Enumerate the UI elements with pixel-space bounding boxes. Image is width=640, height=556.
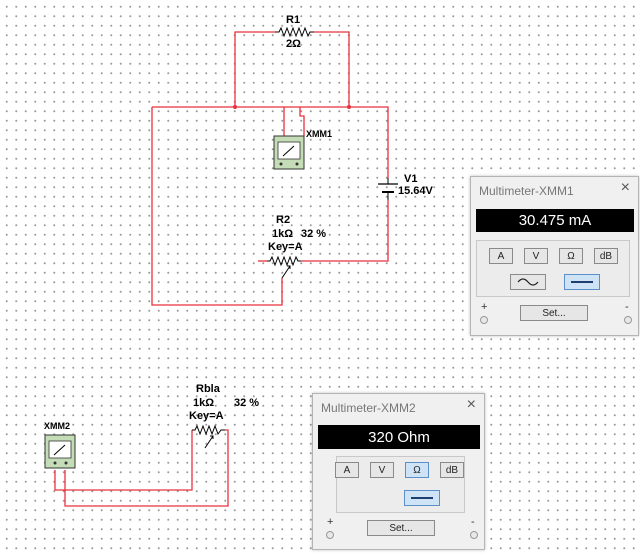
rbla-value-label: 1kΩ	[193, 397, 214, 409]
negative-terminal-label: -	[471, 516, 475, 528]
mode-ohmmeter-button[interactable]: Ω	[405, 462, 429, 478]
rbla-name-label: Rbla	[196, 383, 221, 395]
close-icon[interactable]: ×	[620, 179, 630, 196]
multimeter-xmm1-title: Multimeter-XMM1	[479, 184, 574, 198]
mode-decibel-button[interactable]: dB	[440, 462, 464, 478]
positive-terminal-icon[interactable]	[480, 316, 488, 324]
potentiometer-rbla[interactable]	[192, 424, 225, 449]
r2-key-label: Key=A	[268, 241, 303, 253]
r2-percent-label: 32 %	[301, 228, 326, 240]
multimeter-xmm1-reading: 30.475 mA	[518, 212, 592, 229]
set-button[interactable]: Set...	[367, 520, 435, 536]
mode-ohmmeter-label: Ω	[567, 250, 575, 262]
r2-name-label: R2	[276, 214, 290, 226]
potentiometer-r2[interactable]	[267, 255, 301, 279]
negative-terminal-icon[interactable]	[624, 316, 632, 324]
v1-name-label: V1	[404, 173, 417, 185]
mode-decibel-label: dB	[445, 464, 459, 476]
close-icon[interactable]: ×	[466, 396, 476, 413]
positive-terminal-icon[interactable]	[326, 531, 334, 539]
r1-value-label: 2Ω	[286, 38, 301, 50]
dc-mode-button[interactable]	[564, 274, 600, 290]
negative-terminal-icon[interactable]	[470, 531, 478, 539]
multimeter-xmm1-display: 30.475 mA	[476, 209, 634, 232]
ac-mode-button[interactable]	[510, 274, 546, 290]
rbla-percent-label: 32 %	[234, 397, 259, 409]
dc-mode-button[interactable]	[404, 490, 440, 506]
multimeter-xmm2-window[interactable]: Multimeter-XMM2 × 320 Ohm A V Ω dB Set..…	[312, 393, 485, 550]
negative-terminal-label: -	[625, 301, 629, 313]
mode-voltmeter-button[interactable]: V	[524, 248, 548, 264]
mode-ammeter-button[interactable]: A	[335, 462, 359, 478]
rbla-key-label: Key=A	[189, 410, 224, 422]
xmm2-label: XMM2	[44, 421, 70, 431]
mode-voltmeter-button[interactable]: V	[370, 462, 394, 478]
multimeter-xmm2-reading: 320 Ohm	[368, 428, 430, 446]
positive-terminal-label: +	[481, 301, 488, 313]
dc-line-icon	[571, 281, 593, 283]
set-button[interactable]: Set...	[520, 305, 588, 321]
v1-value-label: 15.64V	[398, 185, 434, 197]
mode-ohmmeter-button[interactable]: Ω	[559, 248, 583, 264]
xmm2-instrument-icon[interactable]	[44, 434, 76, 469]
mode-ammeter-label: A	[343, 464, 351, 476]
junction-dots	[233, 105, 351, 109]
dc-line-icon	[411, 497, 433, 499]
mode-voltmeter-label: V	[532, 250, 540, 262]
mode-ammeter-label: A	[497, 250, 505, 262]
sine-wave-icon	[517, 278, 539, 286]
positive-terminal-label: +	[327, 516, 334, 528]
mode-decibel-button[interactable]: dB	[594, 248, 618, 264]
mode-decibel-label: dB	[599, 250, 613, 262]
mode-ohmmeter-label: Ω	[413, 464, 421, 476]
r1-name-label: R1	[286, 14, 300, 26]
wires-circuit-1	[151, 31, 389, 306]
set-button-label: Set...	[389, 522, 413, 534]
multimeter-xmm1-window[interactable]: Multimeter-XMM1 × 30.475 mA A V Ω dB Set…	[470, 176, 639, 336]
mode-voltmeter-label: V	[378, 464, 386, 476]
xmm1-instrument-icon[interactable]	[273, 135, 305, 170]
resistor-r1[interactable]	[275, 26, 314, 38]
xmm1-label: XMM1	[306, 129, 332, 139]
battery-v1[interactable]	[378, 178, 398, 200]
multimeter-xmm2-title: Multimeter-XMM2	[321, 401, 416, 415]
multimeter-xmm2-display: 320 Ohm	[318, 425, 480, 449]
r2-value-label: 1kΩ	[272, 228, 293, 240]
set-button-label: Set...	[542, 307, 566, 319]
wires-circuit-2	[54, 429, 229, 507]
mode-ammeter-button[interactable]: A	[489, 248, 513, 264]
